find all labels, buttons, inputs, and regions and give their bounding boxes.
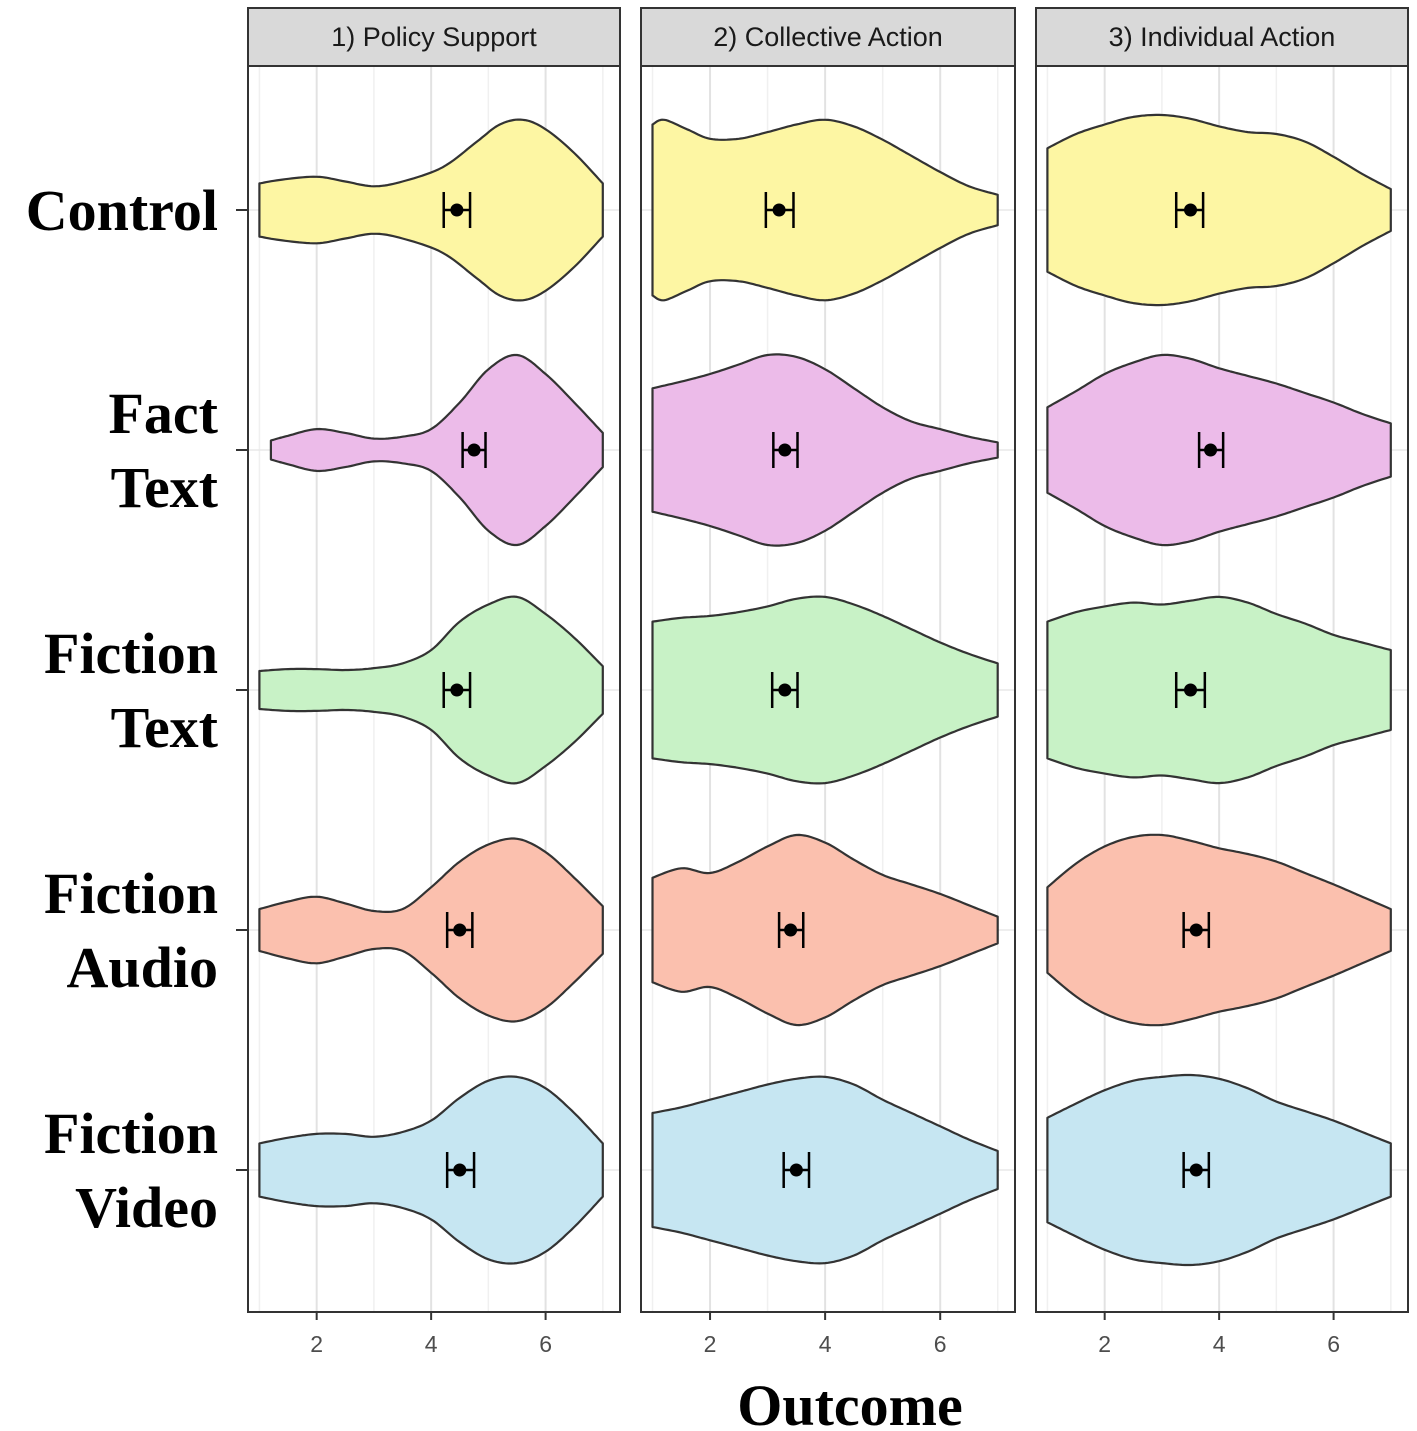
- violin-shape: [258, 118, 604, 302]
- mean-point: [778, 443, 792, 457]
- facet-strip-label: 1) Policy Support: [331, 22, 537, 52]
- facet-strip: [1035, 7, 1409, 67]
- facet-strip-label: 2) Collective Action: [713, 22, 943, 52]
- condition-label: Audio: [66, 935, 218, 1000]
- x-tick-label: 6: [934, 1331, 947, 1357]
- violin-shape: [651, 1075, 999, 1265]
- mean-point: [453, 923, 467, 937]
- x-axis-title: Outcome: [737, 1373, 963, 1431]
- x-tick-label: 4: [425, 1331, 438, 1357]
- mean-point: [789, 1163, 803, 1177]
- x-tick-label: 6: [1327, 1331, 1340, 1357]
- mean-point: [450, 683, 464, 697]
- violin-shape: [651, 595, 999, 785]
- x-tick-label: 2: [310, 1331, 323, 1357]
- x-tick-label: 2: [704, 1331, 717, 1357]
- violin-shape: [651, 118, 999, 302]
- condition-label: Text: [111, 455, 219, 520]
- mean-point: [453, 1163, 467, 1177]
- condition-label: Text: [111, 695, 219, 760]
- condition-label: Fiction: [44, 621, 218, 686]
- facet-panel-1: 1) Policy Support 2 4 6: [247, 7, 621, 1357]
- violin-shape: [1046, 833, 1392, 1027]
- facet-panel-3: 3) Individual Action 2 4 6: [1035, 7, 1409, 1357]
- violin-shape: [651, 833, 999, 1027]
- mean-point: [772, 203, 786, 217]
- condition-label: Fiction: [44, 1101, 218, 1166]
- condition-label: Fact: [109, 381, 219, 446]
- mean-point: [450, 203, 464, 217]
- facet-strip: [247, 7, 621, 67]
- violin-shape: [258, 837, 604, 1023]
- x-tick-label: 4: [819, 1331, 832, 1357]
- violin-shape: [258, 595, 604, 785]
- violin-shape: [269, 353, 604, 547]
- x-tick-label: 6: [539, 1331, 552, 1357]
- mean-point: [1204, 443, 1218, 457]
- facet-strip: [640, 7, 1016, 67]
- mean-point: [784, 923, 798, 937]
- x-tick-label: 4: [1213, 1331, 1226, 1357]
- x-tick-label: 2: [1098, 1331, 1111, 1357]
- mean-point: [467, 443, 481, 457]
- violin-shape: [1046, 595, 1392, 785]
- violin-shape: [258, 1075, 604, 1265]
- violin-shape: [651, 353, 999, 547]
- mean-point: [1189, 923, 1203, 937]
- violin-shape: [1046, 1073, 1392, 1267]
- condition-label: Video: [75, 1175, 218, 1240]
- facet-strip-label: 3) Individual Action: [1109, 22, 1336, 52]
- mean-point: [778, 683, 792, 697]
- violin-shape: [1046, 113, 1392, 307]
- facet-panel-2: 2) Collective Action 2 4 6: [640, 7, 1016, 1357]
- mean-point: [1189, 1163, 1203, 1177]
- mean-point: [1184, 203, 1198, 217]
- condition-label: Control: [26, 178, 218, 243]
- condition-label: Fiction: [44, 861, 218, 926]
- mean-point: [1184, 683, 1198, 697]
